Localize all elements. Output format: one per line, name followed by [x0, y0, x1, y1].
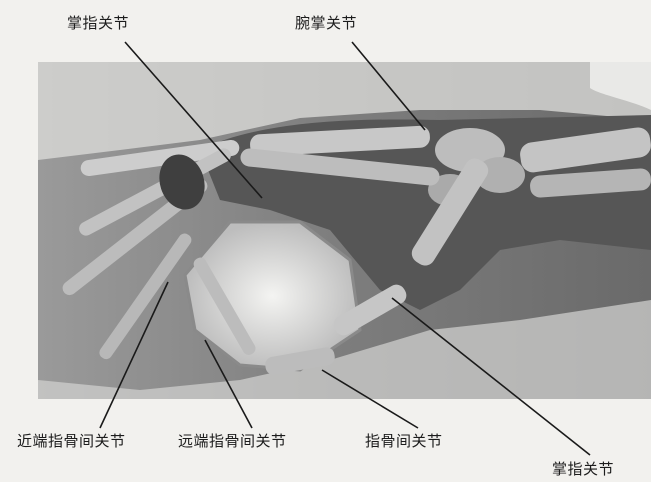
label-mcp-joint-bottom: 掌指关节 [552, 458, 614, 479]
label-dip-joint: 远端指骨间关节 [178, 430, 287, 451]
label-cmc-joint: 腕掌关节 [295, 12, 357, 33]
label-pip-joint: 近端指骨间关节 [17, 430, 126, 451]
label-ip-joint: 指骨间关节 [365, 430, 443, 451]
label-mcp-joint-top: 掌指关节 [67, 12, 129, 33]
